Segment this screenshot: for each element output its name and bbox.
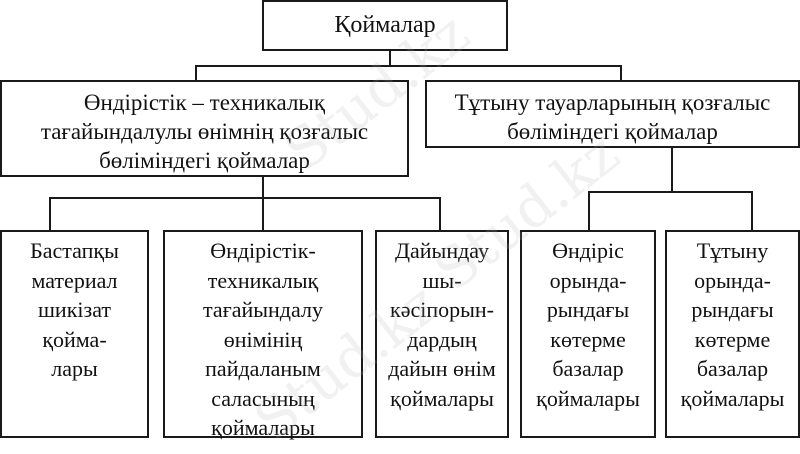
node-text: тағайындалу bbox=[203, 297, 323, 322]
node-text: қоймалары bbox=[390, 385, 494, 411]
connector-to-left-mid bbox=[195, 65, 197, 81]
node-text: қоймалары bbox=[536, 385, 640, 411]
connector-right-horizontal bbox=[588, 191, 753, 193]
node-text: орында- bbox=[694, 267, 771, 293]
node-text: шы- bbox=[422, 267, 462, 293]
node-text: орында- bbox=[549, 267, 627, 293]
node-text: кәсіпорын- bbox=[390, 297, 494, 322]
node-text: қойма- bbox=[42, 326, 107, 352]
node-text: көтерме bbox=[694, 326, 771, 352]
node-text: материал bbox=[31, 267, 118, 293]
node-text: Өндірістік- bbox=[210, 238, 316, 263]
node-text: бөліміндегі қоймалар bbox=[99, 148, 310, 173]
node-text: Өндірістік – техникалық bbox=[83, 90, 326, 115]
node-text: Дайындау bbox=[395, 238, 489, 263]
node-text: қоймалары bbox=[680, 385, 785, 411]
node-text: Тұтыну bbox=[696, 238, 769, 263]
root-node-warehouses: Қоймалар bbox=[262, 0, 508, 51]
node-text: Бастапқы bbox=[30, 238, 119, 263]
node-text: Өндіріс bbox=[552, 238, 624, 263]
node-finished-product-warehouses: Дайындау шы- кәсіпорын- дардың дайын өні… bbox=[375, 230, 509, 438]
connector-to-leaf-4 bbox=[588, 191, 590, 231]
connector-to-right-mid bbox=[620, 65, 622, 81]
connector-to-leaf-1 bbox=[49, 197, 51, 231]
connector-to-leaf-2 bbox=[262, 197, 264, 231]
connector-left-horizontal bbox=[49, 197, 441, 199]
connector-to-leaf-3 bbox=[439, 197, 441, 231]
node-text: саласының bbox=[211, 385, 315, 411]
node-consumption-wholesale-warehouses: Тұтыну орында- рындағы көтерме базалар қ… bbox=[665, 230, 800, 438]
node-text: өнімінің bbox=[223, 326, 303, 352]
node-text: базалар bbox=[696, 356, 769, 381]
node-text: Тұтыну тауарларының қозғалыс bbox=[454, 90, 771, 115]
connector-to-leaf-5 bbox=[751, 191, 753, 231]
node-text: лары bbox=[51, 356, 98, 381]
node-production-wholesale-warehouses: Өндіріс орында- рындағы көтерме базалар … bbox=[520, 230, 656, 438]
node-text: қоймалары bbox=[211, 415, 315, 440]
connector-root-horizontal bbox=[195, 65, 622, 67]
node-usage-sector-warehouses: Өндірістік- техникалық тағайындалу өнімі… bbox=[163, 230, 363, 440]
node-consumer-goods-warehouses: Тұтыну тауарларының қозғалыс бөліміндегі… bbox=[425, 80, 800, 148]
node-text: көтерме bbox=[550, 326, 626, 352]
connector-left-mid-down bbox=[262, 176, 264, 199]
node-text: шикізат bbox=[37, 297, 111, 322]
node-text: тағайындалулы өнімнің қозғалыс bbox=[40, 119, 369, 144]
node-text: рындағы bbox=[691, 297, 774, 322]
node-text: техникалық bbox=[207, 267, 319, 293]
node-raw-material-warehouses: Бастапқы материал шикізат қойма- лары bbox=[0, 230, 149, 438]
connector-right-mid-down bbox=[671, 147, 673, 192]
node-industrial-technical-warehouses: Өндірістік – техникалық тағайындалулы өн… bbox=[0, 80, 409, 177]
node-text: рындағы bbox=[546, 297, 630, 322]
node-text: пайдаланым bbox=[205, 356, 321, 381]
connector-root-down bbox=[389, 50, 391, 67]
node-text: Қоймалар bbox=[334, 12, 436, 38]
node-text: дайын өнім bbox=[388, 356, 496, 381]
node-text: дардың bbox=[407, 326, 477, 352]
node-text: бөліміндегі қоймалар bbox=[507, 119, 718, 144]
node-text: базалар bbox=[552, 356, 624, 381]
